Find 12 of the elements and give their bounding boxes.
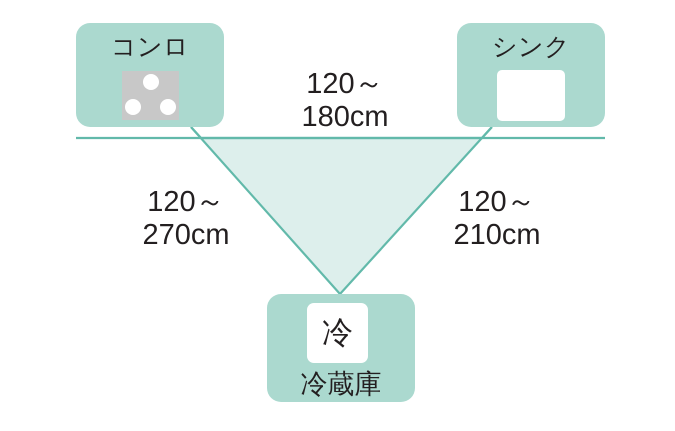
node-label: コンロ <box>111 32 189 63</box>
connector-line <box>190 126 341 295</box>
node-label: 冷蔵庫 <box>300 368 382 401</box>
sink-box <box>457 23 605 127</box>
node-label: シンク <box>492 32 570 63</box>
edge-label: 120～ 180cm <box>301 68 389 134</box>
connector-line <box>339 126 493 295</box>
stove-box <box>76 23 224 127</box>
fridge-box <box>267 294 415 402</box>
edge-label: 120～ 210cm <box>453 186 541 252</box>
edge-label: 120～ 270cm <box>142 186 230 252</box>
fridge-sign: 冷 <box>307 303 368 363</box>
